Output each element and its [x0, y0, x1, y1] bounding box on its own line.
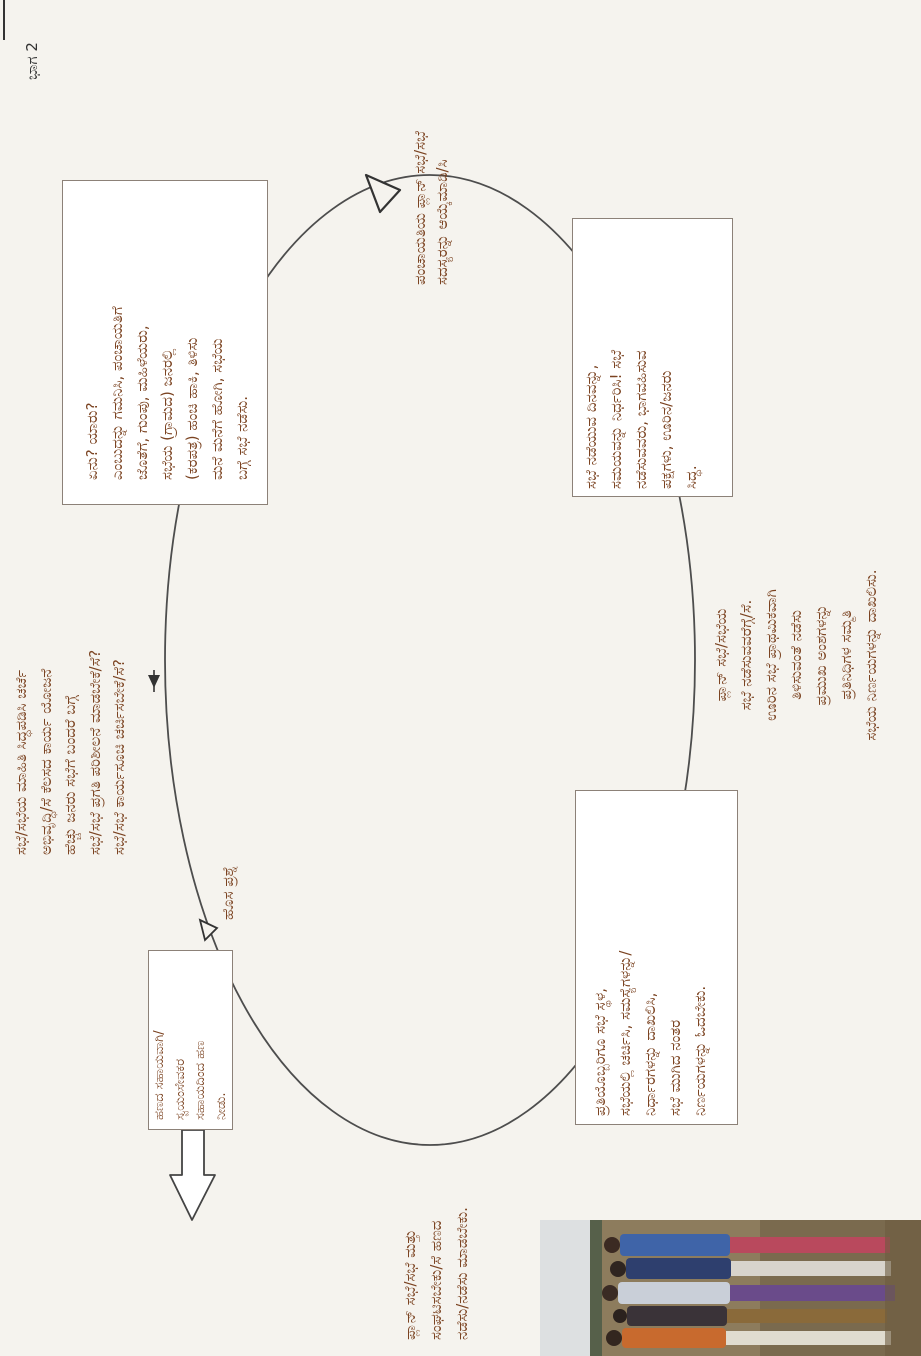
box-line: ಸಭೆ ಮುಗಿದ ನಂತರ [666, 1019, 684, 1116]
label-left: ಸಭೆ/ಸಭೆಯ ಮಾಹಿತಿ ಸಿದ್ಧಪಡಿಸಿ ಚರ್ಚೆ ಅಭಿವೃದ್… [9, 510, 132, 855]
person-figure [604, 1234, 890, 1256]
box-line: ಬಗ್ಗೆ ಸಭೆ ನಡೆಸು. [233, 395, 251, 480]
cycle-box-3: ಪ್ರತಿಯೊಬ್ಬರಿಗೂ ಸಭೆ ಸ್ಥಳ, ಸಭೆಯಲ್ಲಿ ಚರ್ಚಿಸ… [575, 790, 738, 1125]
box-line: ಹಣದ ಸಹಾಯವಾಗಿ/ [152, 1030, 167, 1120]
label-line: ನಡೆಸು/ನಡೆಸು ಮಾಡಬೇಕು. [453, 1207, 471, 1340]
box-line: ಮನೆ ಮನೆಗೆ ಹೋಗಿ, ಸಭೆಯ [208, 338, 226, 480]
box-line: ಪ್ರತಿಯೊಬ್ಬರಿಗೂ ಸಭೆ ಸ್ಥಳ, [591, 987, 609, 1116]
box-line: ಜೊತೆಗೆ, ಗುಂಪು, ಮಹಿಳೆಯರು, [133, 325, 151, 480]
box-line: ಸಮಯವನ್ನು ನಿರ್ಧರಿಸಿ! ಸಭೆ [607, 349, 625, 489]
box-line: (ಕರಪತ್ರ) ಹಂಚಿ ಹಾಕಿ, ತಿಳಿಸು [183, 337, 201, 480]
box-line: ನಿರ್ಣಯಗಳನ್ನು ಓದಬೇಕು. [691, 985, 709, 1116]
group-photo-image [540, 1220, 921, 1356]
box-line: ಸಭೆಯಲ್ಲಿ ಚರ್ಚಿಸಿ, ಸಮಸ್ಯೆಗಳನ್ನು/ [616, 950, 634, 1116]
label-right: ಪ್ಲಾನ್ ಸಭೆ/ಸಭೆಯ ಸಭೆ ನಡೆಸುವವರೆಗ್ಗೆ/ಸೆ. ಊರ… [709, 510, 884, 800]
label-line: ಹೆಚ್ಚು ಜನರು ಸಭೆಗೆ ಬಂದರೆ ಬಗ್ಗೆ [61, 695, 79, 855]
label-line: ಪ್ರತಿನಿಧಿಗಳ ಸಮ್ಮತಿ [837, 610, 855, 700]
label-line: ಪಂಚಾಯತಿಯ ಪ್ಲಾನ್ ಸಭೆ/ಸಭೆ [411, 131, 429, 285]
label-line: ಸಭೆ/ಸಭೆ ಕಾರ್ಯಸೂಚಿ ಚರ್ಚಿಸಬೇಕೆ/ಸೆ? [110, 659, 128, 855]
cycle-box-4: ಹಣದ ಸಹಾಯವಾಗಿ/ ಸ್ವಯಂಸೇವಕರ ಸಹಾಯದಿಂದ ಹಣ ನೀಡ… [148, 950, 233, 1130]
label-line: ಸದಸ್ಯರನ್ನು ಆಯ್ಕೆಮಾಡಿ/ಸಿ [433, 159, 451, 285]
photo-foreground [885, 1220, 921, 1356]
label-top: ಪಂಚಾಯತಿಯ ಪ್ಲಾನ್ ಸಭೆ/ಸಭೆ ಸದಸ್ಯರನ್ನು ಆಯ್ಕೆ… [409, 5, 453, 285]
label-line: ಸಭೆಯ ನಿರ್ಣಯಗಳನ್ನು ದಾಖಲಿಸು. [862, 569, 880, 741]
box-line: ಪಕ್ಷಗಳು, ಊರಿನ/ಜನರು [657, 370, 675, 489]
person-figure [610, 1258, 891, 1279]
label-line: ಸಭೆ ನಡೆಸುವವರೆಗ್ಗೆ/ಸೆ. [737, 599, 755, 711]
cycle-exit-arrowhead-icon [198, 918, 219, 942]
cycle-direction-arrow-icon [364, 173, 402, 214]
cycle-ellipse [164, 174, 696, 1146]
label-line: ಸಂಘಟಿಸಬೇಕು/ಸೆ ಹಣದ [427, 1220, 445, 1340]
label-line: ಪ್ಲಾನ್ ಸಭೆ/ಸಭೆಯ [712, 608, 730, 702]
box-line: ನಿರ್ಧಾರಗಳನ್ನು ದಾಖಲಿಸಿ, [641, 992, 659, 1116]
label-line: ಊರಿನ ಸಭೆ ಪ್ರಾಥಮಿಕವಾಗಿ [762, 589, 780, 721]
box-line: ನೀಡು. [213, 1092, 229, 1120]
box-line: ಏನು? ಯಾರು? [83, 402, 101, 480]
box-line: ಸಭೆ ನಡೆಯುವ ದಿನವನ್ನು, [582, 364, 600, 489]
label-return: ಹೊಸ ಪ್ರಶ್ನೆ [216, 780, 240, 920]
label-line: ಹೊಸ ಪ್ರಶ್ನೆ [219, 865, 237, 920]
photo-sky [540, 1220, 602, 1356]
label-line: ಸಭೆ/ಸಭೆ ಪ್ರಗತಿ ಪರಿಶೀಲನೆ ಮಾಡಬೇಕೆ/ಸೆ? [85, 649, 104, 855]
cycle-box-2: ಸಭೆ ನಡೆಯುವ ದಿನವನ್ನು, ಸಮಯವನ್ನು ನಿರ್ಧರಿಸಿ!… [572, 218, 733, 497]
box-line: ಸಿದ್ಧ. [682, 465, 700, 489]
box-line: ಸಭೆಯ (ಗ್ರಾಮದ) ಜನರಲ್ಲಿ [158, 348, 176, 480]
person-figure [606, 1328, 891, 1348]
box-line: ಸಹಾಯದಿಂದ ಹಣ [193, 1040, 208, 1120]
outcome-arrow-icon [169, 1129, 216, 1221]
label-line: ತಿಳಿಸುವಂತೆ ನಡೆಸು [787, 610, 805, 700]
section-header: ಭಾಗ 2 [23, 42, 41, 80]
label-line: ಪ್ರಮುಖ ಅಂಶಗಳನ್ನು [812, 604, 830, 706]
label-line: ಅಭಿವೃದ್ಧಿ/ಸೆ ಕೆಲಸದ ಕಾರ್ಯ ಯೋಜನೆ [36, 668, 55, 855]
group-photo [540, 1220, 921, 1356]
label-bottom: ಪ್ಲಾನ್ ಸಭೆ/ಸಭೆ ಮತ್ತು ಸಂಘಟಿಸಬೇಕು/ಸೆ ಹಣದ ನ… [397, 1100, 475, 1340]
box-line: ನಡೆಸುವವರು, ಭಾಗವಹಿಸುವ [632, 350, 650, 489]
box-line: ಎಂಬುದನ್ನು ಗಮನಿಸಿ, ಪಂಚಾಯತಿಗೆ [108, 306, 126, 480]
label-line: ಪ್ಲಾನ್ ಸಭೆ/ಸಭೆ ಮತ್ತು [401, 1229, 419, 1340]
label-line: ಸಭೆ/ಸಭೆಯ ಮಾಹಿತಿ ಸಿದ್ಧಪಡಿಸಿ ಚರ್ಚೆ [12, 669, 30, 855]
box-line: ಸ್ವಯಂಸೇವಕರ [172, 1058, 188, 1120]
person-figure [602, 1282, 895, 1304]
cycle-box-1: ಏನು? ಯಾರು? ಎಂಬುದನ್ನು ಗಮನಿಸಿ, ಪಂಚಾಯತಿಗೆ ಜ… [62, 180, 268, 505]
cycle-tick-arrow-icon [148, 670, 160, 692]
person-figure [613, 1306, 887, 1326]
